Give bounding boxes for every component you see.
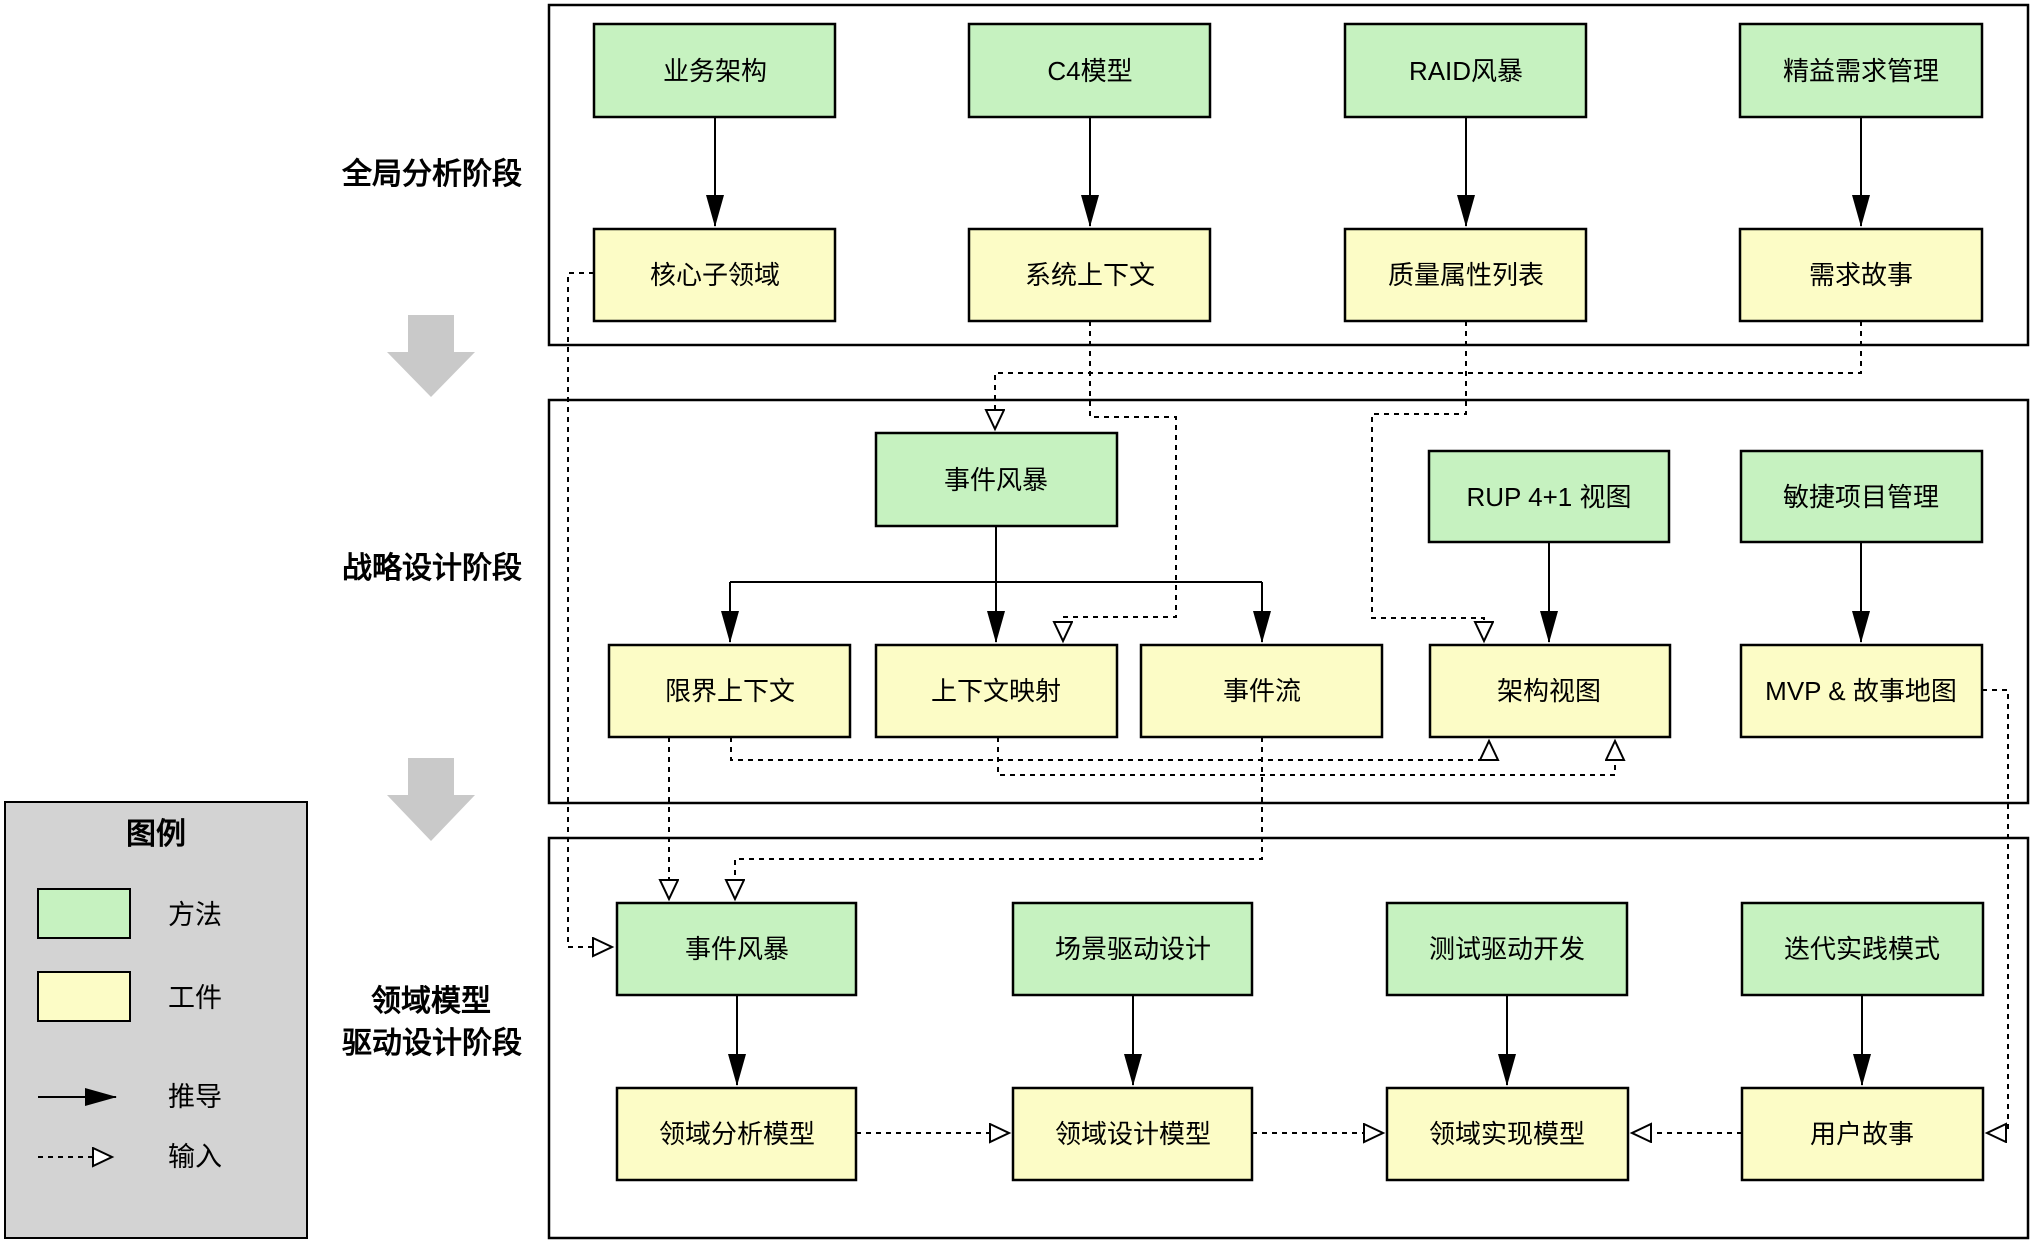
node-event-storming2-label: 事件风暴 bbox=[685, 934, 789, 964]
node-context-mapping-box bbox=[874, 643, 1119, 739]
node-agile-project-mgmt-box bbox=[1739, 449, 1984, 544]
input-edges bbox=[567, 272, 2009, 1133]
edge-system-context-to-context-mapping bbox=[1063, 321, 1177, 641]
phase2-nodes: 事件风暴 RUP 4+1 视图 敏捷项目管理 限界上下文 上下文映射 事件流 架… bbox=[607, 431, 1984, 739]
node-mvp-story-map-box bbox=[1739, 643, 1984, 739]
node-raid-storm-box bbox=[1343, 22, 1588, 119]
phase3-nodes: 事件风暴 场景驱动设计 测试驱动开发 迭代实践模式 领域分析模型 领域设计模型 … bbox=[615, 901, 1985, 1182]
legend-input-label: 输入 bbox=[168, 1142, 222, 1172]
node-scenario-driven-design-label: 场景驱动设计 bbox=[1055, 934, 1211, 964]
node-domain-design-model-label: 领域设计模型 bbox=[1055, 1119, 1211, 1149]
legend-method-label: 方法 bbox=[168, 900, 222, 930]
node-context-mapping-label: 上下文映射 bbox=[931, 676, 1061, 706]
node-rup-41-views-label: RUP 4+1 视图 bbox=[1467, 482, 1632, 512]
node-bounded-context-box bbox=[607, 643, 852, 739]
node-agile-project-mgmt-label: 敏捷项目管理 bbox=[1783, 482, 1939, 512]
edge-event-flow-to-event-storming2 bbox=[735, 737, 1263, 899]
node-event-storming2-box bbox=[615, 901, 858, 997]
node-domain-analysis-model-label: 领域分析模型 bbox=[659, 1119, 815, 1149]
node-domain-implementation-model-box bbox=[1385, 1086, 1630, 1182]
legend-method-swatch bbox=[37, 888, 131, 939]
node-system-context-label: 系统上下文 bbox=[1025, 260, 1155, 290]
phase1-label: 全局分析阶段 bbox=[341, 157, 522, 191]
node-quality-attribute-list-box bbox=[1343, 227, 1588, 323]
edge-core-subdomain-to-event-storming2 bbox=[567, 272, 612, 947]
node-architecture-view-box bbox=[1428, 643, 1672, 739]
node-rup-41-views-box bbox=[1427, 449, 1671, 544]
phase3-label-line2: 驱动设计阶段 bbox=[342, 1026, 522, 1060]
edge-context-mapping-to-architecture-view bbox=[997, 737, 1615, 776]
node-mvp-story-map-label: MVP & 故事地图 bbox=[1765, 676, 1957, 706]
node-iterative-practice-label: 迭代实践模式 bbox=[1784, 934, 1940, 964]
legend-artifact-swatch bbox=[37, 971, 131, 1022]
edge-mvp-story-map-to-user-story bbox=[1982, 689, 2009, 1133]
node-iterative-practice-box bbox=[1740, 901, 1985, 997]
legend-derive-label: 推导 bbox=[168, 1082, 222, 1112]
node-business-architecture-label: 业务架构 bbox=[663, 56, 767, 86]
node-domain-analysis-model-box bbox=[615, 1086, 858, 1182]
node-tdd-label: 测试驱动开发 bbox=[1429, 934, 1585, 964]
node-bounded-context-label: 限界上下文 bbox=[665, 676, 795, 706]
node-quality-attribute-list-label: 质量属性列表 bbox=[1388, 260, 1544, 290]
node-scenario-driven-design-box bbox=[1011, 901, 1254, 997]
node-core-subdomain-label: 核心子领域 bbox=[650, 260, 780, 290]
node-domain-design-model-box bbox=[1011, 1086, 1254, 1182]
legend-title: 图例 bbox=[126, 818, 186, 851]
node-user-story-label: 用户故事 bbox=[1810, 1119, 1914, 1149]
node-domain-implementation-model-label: 领域实现模型 bbox=[1429, 1119, 1585, 1149]
phase2-label: 战略设计阶段 bbox=[342, 551, 522, 585]
edge-requirement-story-to-event-storming bbox=[995, 321, 1862, 429]
node-lean-requirements-label: 精益需求管理 bbox=[1783, 56, 1939, 86]
node-event-storming-box bbox=[874, 431, 1119, 528]
node-event-flow-label: 事件流 bbox=[1223, 676, 1301, 706]
node-requirement-story-box bbox=[1738, 227, 1984, 323]
node-user-story-box bbox=[1740, 1086, 1985, 1182]
node-system-context-box bbox=[967, 227, 1212, 323]
legend-artifact-label: 工件 bbox=[168, 983, 222, 1013]
phase1-nodes: 业务架构 C4模型 RAID风暴 精益需求管理 核心子领域 系统上下文 质量属性… bbox=[592, 22, 1984, 323]
node-business-architecture-box bbox=[592, 22, 837, 119]
node-requirement-story-label: 需求故事 bbox=[1809, 260, 1913, 290]
derive-edges bbox=[706, 117, 1871, 1086]
legend: 图例 方法 工件 推导 输入 bbox=[4, 801, 308, 1239]
node-core-subdomain-box bbox=[592, 227, 837, 323]
node-tdd-box bbox=[1385, 901, 1629, 997]
node-event-flow-box bbox=[1139, 643, 1384, 739]
node-raid-storm-label: RAID风暴 bbox=[1409, 56, 1523, 86]
edge-bounded-context-to-architecture-view bbox=[730, 737, 1489, 761]
node-c4-model-box bbox=[967, 22, 1212, 119]
phase-transition-arrow-2 bbox=[387, 758, 475, 841]
node-architecture-view-label: 架构视图 bbox=[1497, 676, 1601, 706]
node-event-storming-label: 事件风暴 bbox=[944, 465, 1048, 495]
phase-transition-arrow-1 bbox=[387, 315, 475, 397]
phase3-label-line1: 领域模型 bbox=[371, 984, 491, 1018]
node-lean-requirements-box bbox=[1738, 22, 1984, 119]
node-c4-model-label: C4模型 bbox=[1047, 56, 1132, 86]
